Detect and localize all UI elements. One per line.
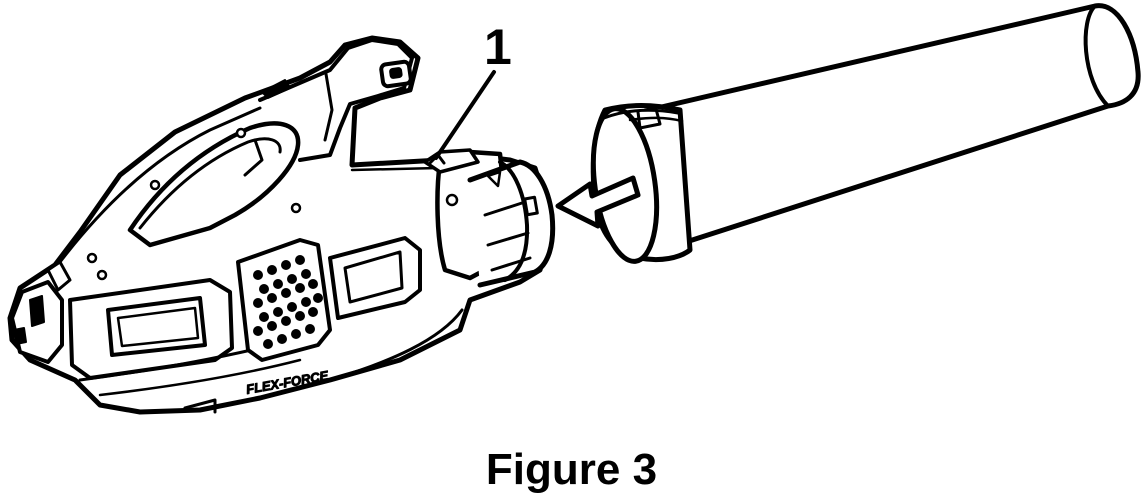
callout-number: 1: [484, 19, 512, 75]
vent-grille: [236, 238, 332, 362]
blower-body: FLEX-FORCE: [7, 35, 556, 415]
blower-tube-assembly-drawing: FLEX-FORCE 1: [7, 3, 1141, 415]
blower-tube: [590, 3, 1141, 264]
figure-caption: Figure 3: [485, 445, 658, 494]
callout-1: 1: [434, 19, 512, 160]
arrow-left-icon: [555, 175, 641, 229]
